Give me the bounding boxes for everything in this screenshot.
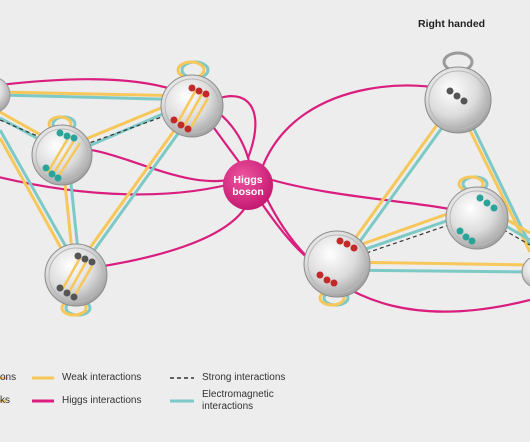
quark-teal [48,170,56,178]
quark-teal [70,134,78,142]
quark-red [202,90,210,98]
quark-teal [54,174,62,182]
quark-teal [63,132,71,140]
quark-red [330,279,338,287]
quark-dark [453,92,461,100]
quark-dark [74,252,82,260]
quark-dark [81,255,89,263]
legend-label-weak: Weak interactions [62,372,142,383]
particle-node-red-top [160,60,224,138]
particle-node-right-top [424,51,492,134]
quark-teal [490,204,498,212]
quark-red [343,240,351,248]
higgs-label-line1: Higgs [233,174,262,186]
quark-teal [456,227,464,235]
quark-dark [70,293,78,301]
quark-teal [468,237,476,245]
quark-red [188,84,196,92]
legend-label-em-2: interactions [202,401,254,412]
legend-swatches [0,376,194,403]
quark-red [316,271,324,279]
quark-teal [56,129,64,137]
right-triangle-links [336,99,530,274]
particle-node-left-edge [0,78,11,112]
quark-teal [483,199,491,207]
quark-red [177,121,185,129]
higgs-label-line2: boson [232,186,264,198]
quark-red [350,244,358,252]
legend-label-higgs: Higgs interactions [62,395,142,406]
quark-dark [63,289,71,297]
quark-red [323,276,331,284]
right-handed-title: Right handed [418,18,486,30]
quark-teal [42,164,50,172]
higgs-boson-node: Higgs boson [223,160,273,210]
quark-teal [476,194,484,202]
quark-red [195,87,203,95]
particle-node-right-teal [445,175,509,250]
quark-dark [88,258,96,266]
quark-red [184,125,192,133]
legend-label-cut-1: ons [0,372,17,383]
quark-dark [460,97,468,105]
legend-label-strong: Strong interactions [202,372,286,383]
particle-node-teal-left [31,115,93,186]
quark-red [336,237,344,245]
quark-dark [446,87,454,95]
quark-red [170,116,178,124]
particle-node-right-edge [521,257,530,287]
legend-label-cut-2: ks [0,395,10,406]
quark-dark [56,284,64,292]
quark-teal [462,233,470,241]
particle-node-dark-bottom [44,243,108,317]
legend-label-em-1: Electromagnetic [202,389,274,400]
particle-node-right-red [303,230,371,307]
